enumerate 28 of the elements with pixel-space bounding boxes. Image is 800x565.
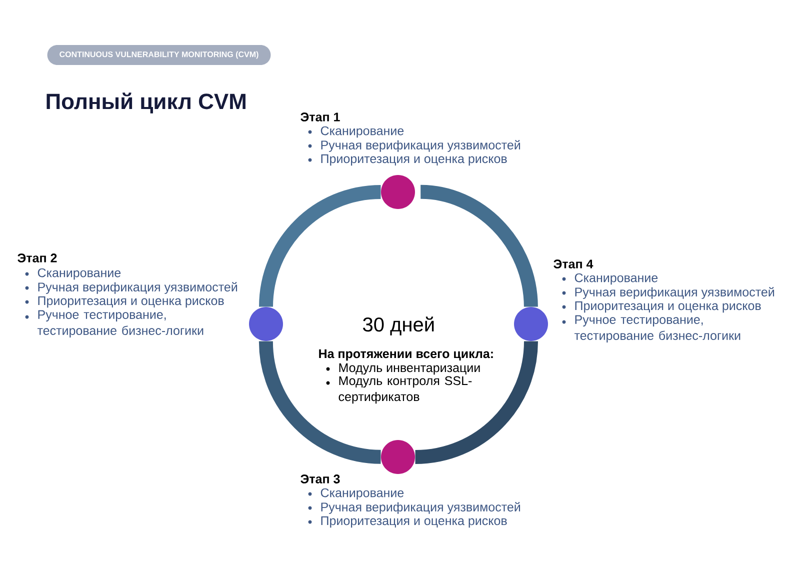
stage-dot — [381, 175, 415, 209]
list-item: Приоритезация и оценка рисков — [321, 154, 507, 166]
ring-arc — [420, 184, 538, 308]
list-item: Приоритезация и оценка рисков — [575, 301, 761, 313]
list-item: Ручная верификация уязвимостей — [321, 502, 520, 514]
list-item: Ручное тестирование, тестирование бизнес-логики — [574, 315, 740, 342]
ring-arc — [258, 340, 382, 464]
title: Полный цикл CVM — [46, 92, 246, 114]
ring-arc — [414, 340, 538, 464]
list-item: Сканирование — [320, 488, 404, 500]
list-item: Приоритезация и оценка рисков — [321, 516, 507, 528]
list-item: Ручная верификация уязвимостей — [575, 287, 774, 299]
list-item: Модуль контроля SSL-сертификатов — [338, 376, 472, 404]
stage-heading: Этап 1 — [300, 112, 340, 122]
list-item: Сканирование — [38, 268, 121, 280]
list-item: Ручная верификация уязвимостей — [321, 140, 520, 152]
stage-dot — [249, 307, 283, 341]
stage-dot — [514, 307, 548, 341]
subheading: На протяжении всего цикла: — [319, 349, 493, 361]
badge: CONTINUOUS VULNERABILITY MONITORING (CVM) — [47, 45, 271, 65]
list-item: Приоритезация и оценка рисков — [38, 296, 224, 308]
stage-dot — [381, 440, 415, 474]
list-item: Модуль инвентаризации — [339, 363, 480, 375]
stage-heading: Этап 2 — [18, 254, 57, 262]
list-item: Ручное тестирование, тестирование бизнес-логики — [37, 310, 204, 338]
ring-arc — [259, 185, 382, 308]
duration-text: 30 дней — [363, 316, 434, 336]
list-item: Сканирование — [574, 273, 658, 285]
